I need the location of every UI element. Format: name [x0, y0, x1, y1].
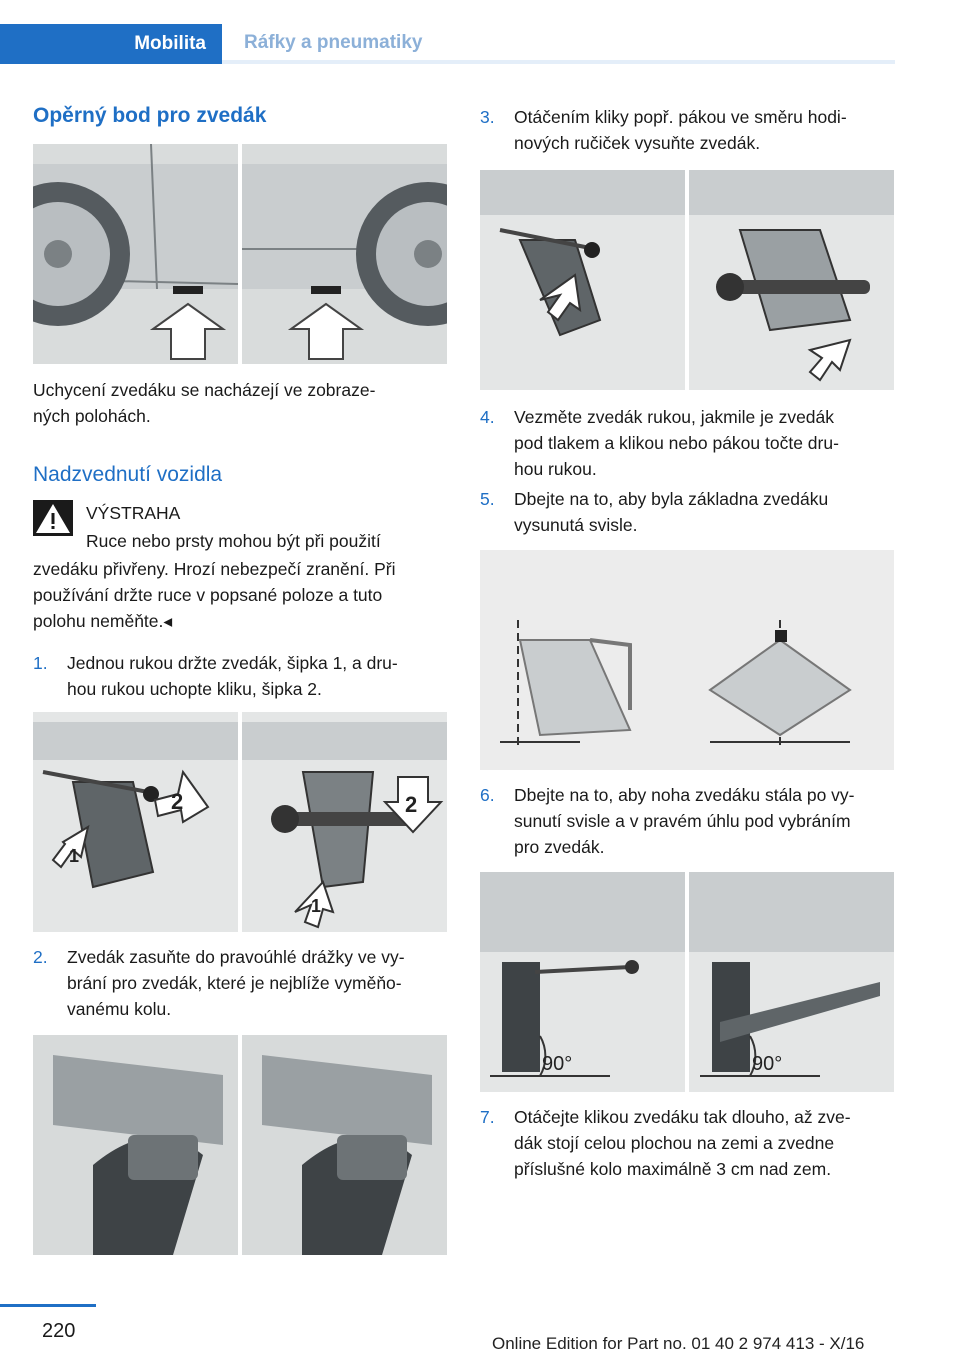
step-7: 7. Otáčejte klikou zvedáku tak dlouho, a… [480, 1104, 900, 1184]
step-text: Jednou rukou držte zvedák, šipka 1, a dr… [67, 653, 398, 699]
header-rule [0, 60, 895, 64]
step-text: Otáčejte klikou zvedáku tak dlouho, až z… [514, 1107, 851, 1179]
step-number: 5. [480, 489, 495, 509]
step-text: Otáčením kliky popř. pákou ve směru hodi… [514, 107, 847, 153]
figure-jack-in-slot [33, 1035, 447, 1255]
arrow-label-1b: 1 [311, 896, 321, 916]
caption-jack-points: Uchycení zvedáku se nacházejí ve zobraze… [33, 380, 376, 426]
step-number: 3. [480, 107, 495, 127]
step-number: 7. [480, 1107, 495, 1127]
arrow-label-2b: 2 [405, 792, 417, 817]
step-number: 1. [33, 653, 48, 673]
figure-jack-points [33, 144, 447, 364]
section-title-lift-vehicle: Nadzvednutí vozidla [33, 463, 223, 486]
step-6: 6. Dbejte na to, aby noha zvedáku stála … [480, 782, 900, 862]
warning-text-line1: Ruce nebo prsty mohou být při použití [86, 531, 381, 551]
step-2: 2. Zvedák zasuňte do pravoúhlé drážky ve… [33, 944, 453, 1024]
figure-right-angle: 90° 90° [480, 872, 894, 1092]
step-number: 4. [480, 407, 495, 427]
step-text: Dbejte na to, aby byla základna zvedáku … [514, 489, 829, 535]
step-number: 6. [480, 785, 495, 805]
tab-rafky-a-pneumatiky[interactable]: Ráfky a pneumatiky [224, 24, 895, 60]
footer-rule [0, 1304, 96, 1307]
step-text: Zvedák zasuňte do pravoúhlé drážky ve vy… [67, 947, 405, 1019]
angle-label-right: 90° [752, 1053, 782, 1075]
step-1: 1. Jednou rukou držte zvedák, šipka 1, a… [33, 650, 453, 706]
warning-text: zvedáku přivřeny. Hrozí nebezpečí zraněn… [33, 559, 396, 631]
step-text: Vezměte zvedák rukou, jakmile je zvedák … [514, 407, 839, 479]
step-3: 3. Otáčením kliky popř. pákou ve směru h… [480, 104, 900, 160]
figure-vertical-base [480, 550, 894, 770]
warning-label: VÝSTRAHA [86, 503, 181, 523]
figure-hold-jack: 2 1 2 1 [33, 712, 447, 932]
arrow-label-2: 2 [171, 789, 183, 814]
edition-text: Online Edition for Part no. 01 40 2 974 … [492, 1334, 865, 1353]
angle-label-left: 90° [542, 1053, 572, 1075]
page-number: 220 [42, 1320, 76, 1342]
figure-extend-jack [480, 170, 894, 390]
step-text: Dbejte na to, aby noha zvedáku stála po … [514, 785, 855, 857]
arrow-label-1: 1 [69, 846, 79, 866]
tab-mobilita[interactable]: Mobilita [0, 24, 222, 64]
step-5: 5. Dbejte na to, aby byla základna zvedá… [480, 486, 900, 542]
section-title-jack-point: Opěrný bod pro zvedák [33, 104, 267, 127]
step-4: 4. Vezměte zvedák rukou, jakmile je zved… [480, 404, 900, 484]
step-number: 2. [33, 947, 48, 967]
warning-triangle-icon [33, 500, 73, 536]
